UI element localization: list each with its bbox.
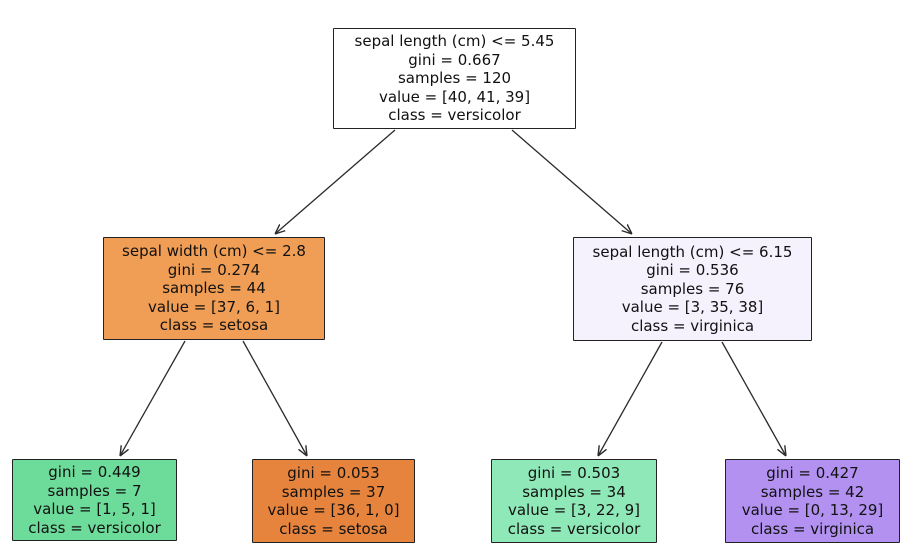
tree-node-right: sepal length (cm) <= 6.15 gini = 0.536 s… <box>573 237 812 341</box>
edge-root-r <box>511 129 632 234</box>
node-class: class = virginica <box>750 519 875 538</box>
node-class: class = setosa <box>279 519 388 538</box>
tree-leaf-right-right: gini = 0.427 samples = 42 value = [0, 13… <box>725 459 900 543</box>
node-samples: samples = 42 <box>760 482 865 501</box>
node-split-rule: sepal length (cm) <= 6.15 <box>592 242 793 261</box>
tree-leaf-right-left: gini = 0.503 samples = 34 value = [3, 22… <box>491 459 657 543</box>
node-value: value = [40, 41, 39] <box>378 87 531 106</box>
node-value: value = [3, 35, 38] <box>621 298 764 317</box>
node-split-rule: sepal width (cm) <= 2.8 <box>122 242 306 261</box>
node-samples: samples = 34 <box>522 482 626 501</box>
node-class: class = setosa <box>159 316 269 335</box>
node-split-rule: sepal length (cm) <= 5.45 <box>354 32 555 51</box>
node-gini: gini = 0.427 <box>766 464 859 482</box>
tree-node-root: sepal length (cm) <= 5.45 gini = 0.667 s… <box>333 28 576 129</box>
tree-leaf-left-right: gini = 0.053 samples = 37 value = [36, 1… <box>252 459 415 543</box>
node-class: class = versicolor <box>388 106 521 125</box>
edge-l-lr <box>242 340 307 456</box>
node-value: value = [3, 22, 9] <box>507 501 641 519</box>
node-value: value = [37, 6, 1] <box>147 297 281 316</box>
edge-root-l <box>275 129 396 234</box>
node-gini: gini = 0.274 <box>167 260 261 279</box>
node-class: class = virginica <box>630 316 755 335</box>
node-samples: samples = 7 <box>47 481 142 500</box>
node-value: value = [0, 13, 29] <box>741 501 884 519</box>
tree-node-left: sepal width (cm) <= 2.8 gini = 0.274 sam… <box>103 237 325 340</box>
node-gini: gini = 0.667 <box>408 50 501 69</box>
edge-l-ll <box>120 340 186 456</box>
node-samples: samples = 44 <box>162 279 266 298</box>
edge-r-rl <box>598 341 663 456</box>
node-gini: gini = 0.503 <box>527 464 621 482</box>
node-gini: gini = 0.449 <box>48 463 141 481</box>
node-gini: gini = 0.536 <box>646 261 739 280</box>
node-class: class = versicolor <box>28 518 161 537</box>
node-samples: samples = 120 <box>397 69 512 88</box>
node-class: class = versicolor <box>507 519 641 538</box>
node-value: value = [1, 5, 1] <box>33 500 156 518</box>
node-samples: samples = 76 <box>640 279 745 298</box>
node-value: value = [36, 1, 0] <box>267 501 400 519</box>
edge-r-rr <box>721 341 786 456</box>
node-samples: samples = 37 <box>281 482 386 501</box>
tree-leaf-left-left: gini = 0.449 samples = 7 value = [1, 5, … <box>12 459 177 541</box>
node-gini: gini = 0.053 <box>287 464 380 482</box>
